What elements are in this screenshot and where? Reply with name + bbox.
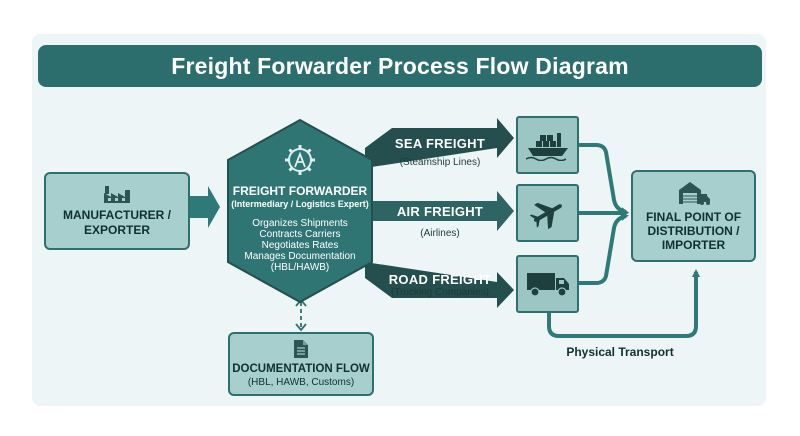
documentation-sub: (HBL, HAWB, Customs) — [247, 376, 355, 388]
destination-line2: DISTRIBUTION / — [647, 224, 740, 238]
airplane-icon — [529, 202, 562, 230]
gear-icon — [285, 145, 315, 175]
road-freight-carrier: (Trucking Companies) — [391, 287, 489, 298]
destination-line3: IMPORTER — [661, 238, 726, 252]
air-freight-label: AIR FREIGHT — [396, 204, 484, 219]
arrow-air-route — [365, 191, 514, 231]
air-icon-tile — [516, 184, 579, 242]
forwarder-duty-5: (HBL/HAWB) — [270, 262, 330, 273]
connector-physical-transport — [547, 269, 700, 338]
documentation-title: DOCUMENTATION FLOW — [232, 362, 370, 375]
forwarder-duty-2: Contracts Carriers — [259, 229, 341, 240]
manufacturer-line2: EXPORTER — [83, 223, 150, 237]
warehouse-icon — [678, 182, 710, 205]
forwarder-subtitle: (Intermediary / Logistics Expert) — [231, 199, 369, 209]
ship-icon — [525, 133, 568, 161]
arrow-road-route — [365, 262, 514, 308]
sea-freight-label: SEA FREIGHT — [394, 136, 486, 151]
forwarder-hexagon — [227, 118, 373, 304]
truck-icon — [526, 273, 569, 297]
connector-sea-to-destination — [579, 143, 629, 215]
document-icon — [294, 339, 308, 358]
documentation-box: DOCUMENTATION FLOW (HBL, HAWB, Customs) — [228, 332, 374, 396]
diagram-title: Freight Forwarder Process Flow Diagram — [171, 52, 629, 79]
manufacturer-box: MANUFACTURER / EXPORTER — [44, 172, 190, 250]
destination-line1: FINAL POINT OF — [645, 210, 742, 224]
forwarder-title: FREIGHT FORWARDER — [232, 184, 368, 198]
physical-transport-label: Physical Transport — [566, 345, 674, 359]
factory-icon — [104, 186, 130, 203]
sea-icon-tile — [516, 116, 579, 174]
manufacturer-line1: MANUFACTURER / — [63, 208, 171, 222]
arrow-sea-route — [365, 118, 514, 168]
arrow-manufacturer-to-forwarder — [190, 186, 220, 228]
forwarder-duty-4: Manages Documentation — [244, 251, 356, 262]
air-freight-carrier: (Airlines) — [420, 228, 460, 239]
connector-road-to-destination — [579, 213, 629, 285]
forwarder-duty-1: Organizes Shipments — [252, 218, 348, 229]
forwarder-duty-3: Negotiates Rates — [261, 240, 339, 251]
destination-box: FINAL POINT OF DISTRIBUTION / IMPORTER — [631, 170, 756, 262]
title-banner: Freight Forwarder Process Flow Diagram — [38, 45, 762, 87]
road-freight-label: ROAD FREIGHT — [388, 272, 492, 287]
sea-freight-carrier: (Steamship Lines) — [399, 157, 481, 168]
road-icon-tile — [516, 255, 579, 313]
